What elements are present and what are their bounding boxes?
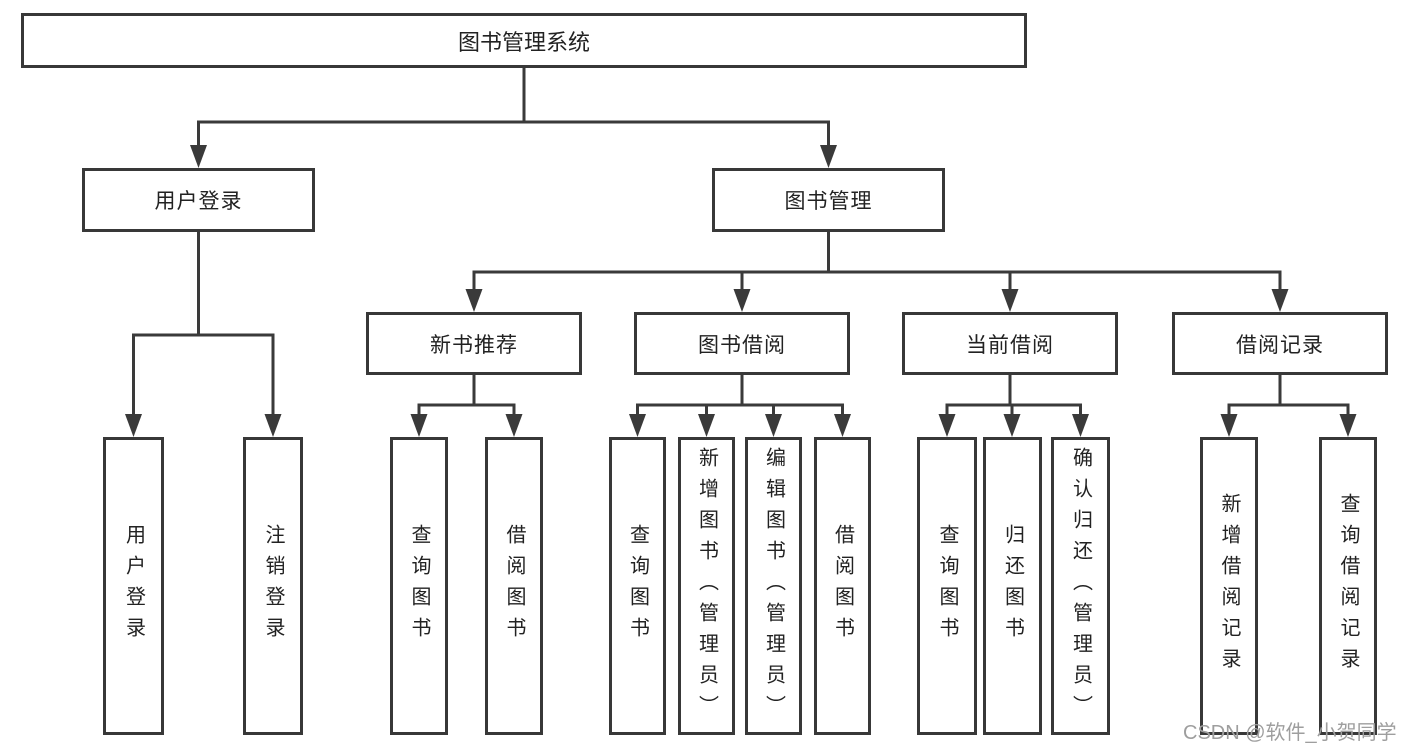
node-current-borrowing-label: 当前借阅 <box>966 333 1054 357</box>
arrowhead-icon <box>465 289 483 312</box>
arrowhead-icon <box>1001 289 1019 312</box>
leaf-query-books-recommend-label: 查询图书 <box>408 524 430 648</box>
arrowhead-icon <box>820 145 837 168</box>
leaf-borrow-books-borrowing: 借阅图书 <box>814 437 871 735</box>
arrowhead-icon <box>938 414 956 437</box>
leaf-add-book-admin-label: 新增图书（管理员） <box>695 446 718 726</box>
connector-path <box>132 68 1350 420</box>
arrowhead-icon <box>834 414 851 437</box>
node-root: 图书管理系统 <box>21 13 1027 68</box>
arrowhead-icon <box>1220 414 1238 437</box>
arrowhead-icon <box>505 414 523 437</box>
node-borrowing-records-label: 借阅记录 <box>1236 333 1324 357</box>
arrowhead-icon <box>410 414 428 437</box>
node-book-borrowing: 图书借阅 <box>634 312 850 375</box>
leaf-borrow-books-borrowing-label: 借阅图书 <box>831 524 854 648</box>
leaf-add-borrow-record: 新增借阅记录 <box>1200 437 1258 735</box>
arrowhead-icon <box>264 414 282 437</box>
node-book-management-label: 图书管理 <box>784 190 873 213</box>
leaf-logout-label: 注销登录 <box>262 524 284 648</box>
leaf-query-books-recommend: 查询图书 <box>390 437 448 735</box>
leaf-confirm-return-admin-label: 确认归还（管理员） <box>1069 446 1092 726</box>
leaf-query-books-current: 查询图书 <box>917 437 977 735</box>
node-borrowing-records: 借阅记录 <box>1172 312 1388 375</box>
arrowhead-icon <box>1271 289 1289 312</box>
leaf-add-book-admin: 新增图书（管理员） <box>678 437 735 735</box>
leaf-query-borrow-record: 查询借阅记录 <box>1319 437 1377 735</box>
node-book-management: 图书管理 <box>712 168 945 232</box>
leaf-query-books-borrowing: 查询图书 <box>609 437 666 735</box>
arrowhead-icon <box>765 414 782 437</box>
node-root-label: 图书管理系统 <box>457 29 590 55</box>
arrowhead-icon <box>629 414 646 437</box>
arrowhead-icon <box>125 414 142 437</box>
arrowhead-icon <box>1339 414 1357 437</box>
leaf-borrow-books-recommend-label: 借阅图书 <box>503 524 525 648</box>
leaf-user-login-label: 用户登录 <box>122 524 145 648</box>
leaf-edit-book-admin: 编辑图书（管理员） <box>745 437 802 735</box>
arrowhead-icon <box>1003 414 1021 437</box>
leaf-borrow-books-recommend: 借阅图书 <box>485 437 543 735</box>
node-current-borrowing: 当前借阅 <box>902 312 1118 375</box>
leaf-query-books-current-label: 查询图书 <box>936 524 958 648</box>
leaf-logout: 注销登录 <box>243 437 303 735</box>
leaf-add-borrow-record-label: 新增借阅记录 <box>1218 493 1240 679</box>
node-new-book-recommend-label: 新书推荐 <box>430 333 518 357</box>
node-book-borrowing-label: 图书借阅 <box>698 333 786 357</box>
leaf-confirm-return-admin: 确认归还（管理员） <box>1051 437 1110 735</box>
csdn-watermark: CSDN @软件_小贺同学 <box>1183 722 1397 744</box>
leaf-edit-book-admin-label: 编辑图书（管理员） <box>762 446 785 726</box>
leaf-user-login: 用户登录 <box>103 437 164 735</box>
leaf-return-book-label: 归还图书 <box>1001 524 1024 648</box>
leaf-return-book: 归还图书 <box>983 437 1042 735</box>
arrowhead-icon <box>1072 414 1089 437</box>
node-user-login-label: 用户登录 <box>154 190 243 213</box>
arrowhead-icon <box>698 414 715 437</box>
leaf-query-books-borrowing-label: 查询图书 <box>626 524 649 648</box>
leaf-query-borrow-record-label: 查询借阅记录 <box>1337 493 1359 679</box>
node-new-book-recommend: 新书推荐 <box>366 312 582 375</box>
node-user-login: 用户登录 <box>82 168 315 232</box>
arrowhead-icon <box>190 145 207 168</box>
arrowhead-icon <box>733 289 751 312</box>
